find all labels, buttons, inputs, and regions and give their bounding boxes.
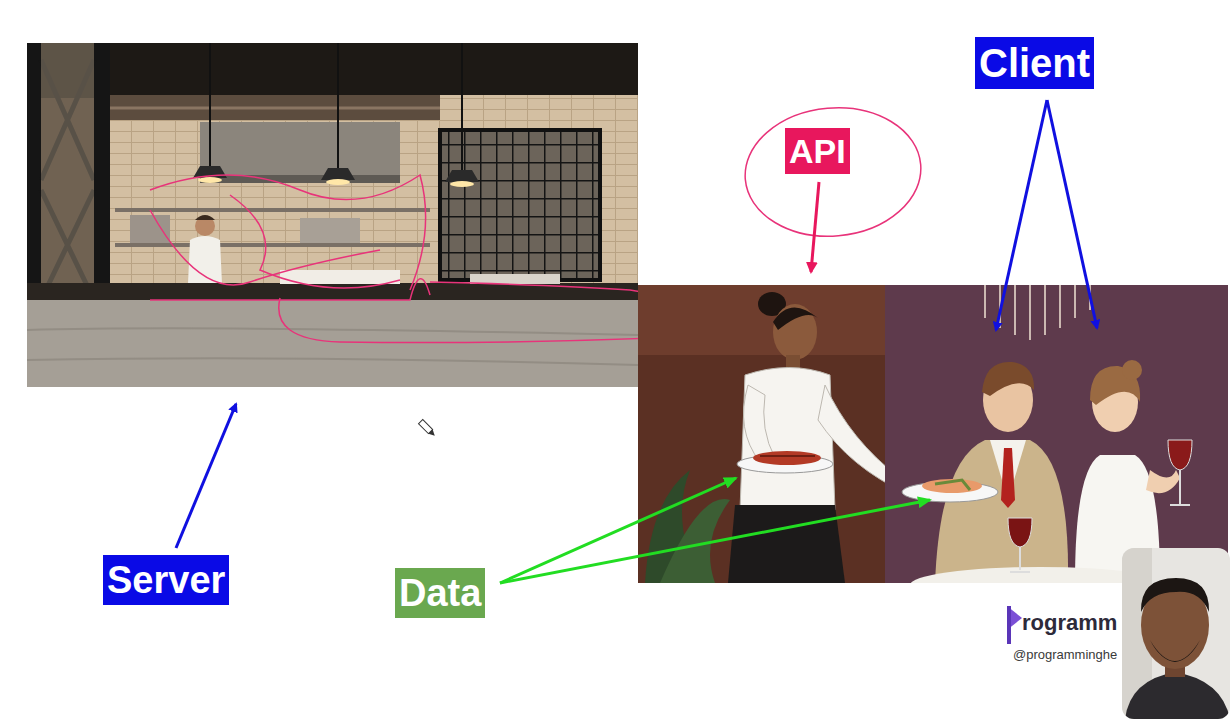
art-shape bbox=[200, 122, 400, 180]
art-shape bbox=[440, 95, 638, 285]
logo-text: rogramm bbox=[1022, 611, 1117, 635]
art-shape bbox=[110, 120, 440, 285]
art-shape bbox=[753, 451, 821, 465]
art-shape bbox=[935, 480, 970, 490]
art-shape bbox=[1047, 100, 1097, 328]
art-shape bbox=[428, 429, 436, 437]
label-box: Client bbox=[975, 37, 1094, 89]
art-shape bbox=[445, 170, 479, 182]
art-shape bbox=[1122, 548, 1230, 719]
art-shape bbox=[195, 215, 215, 220]
art-shape bbox=[1168, 440, 1192, 470]
chef bbox=[188, 215, 222, 284]
art-shape bbox=[1122, 360, 1142, 380]
man bbox=[935, 362, 1068, 583]
art-shape bbox=[922, 479, 982, 493]
art-shape bbox=[27, 43, 638, 98]
box-label: Data bbox=[399, 574, 481, 612]
label-box: API bbox=[785, 128, 850, 174]
box-label: API bbox=[789, 134, 846, 168]
art-shape bbox=[200, 175, 400, 183]
label-box: Data bbox=[395, 568, 485, 618]
waitress-illustration bbox=[638, 285, 885, 583]
channel-handle: @programminghe bbox=[1013, 648, 1117, 662]
art-shape bbox=[1170, 470, 1190, 505]
art-shape bbox=[176, 404, 236, 548]
art-shape bbox=[1010, 547, 1030, 572]
art-shape bbox=[198, 177, 222, 183]
box-label: Server bbox=[107, 561, 225, 599]
art-shape bbox=[450, 181, 474, 187]
art-shape bbox=[1150, 640, 1200, 662]
art-shape bbox=[500, 478, 736, 583]
art-shape bbox=[150, 175, 426, 290]
art-shape bbox=[130, 215, 170, 243]
art-shape bbox=[210, 43, 462, 172]
art-shape bbox=[885, 285, 1228, 583]
pendant-lamps bbox=[193, 43, 479, 187]
art-shape bbox=[760, 455, 815, 457]
art-shape bbox=[773, 304, 817, 360]
art-shape bbox=[195, 216, 215, 236]
art-shape bbox=[440, 130, 600, 280]
art-shape bbox=[419, 420, 433, 434]
art-shape bbox=[326, 179, 350, 185]
pointer-arrows bbox=[176, 100, 1097, 583]
kitchen-photo bbox=[27, 43, 638, 387]
art-shape bbox=[27, 328, 638, 365]
label-box: Server bbox=[103, 555, 229, 605]
art-shape bbox=[27, 300, 638, 387]
pencil-cursor bbox=[419, 420, 437, 438]
art-shape bbox=[773, 307, 818, 330]
art-shape bbox=[818, 385, 885, 494]
art-shape bbox=[321, 168, 355, 180]
couple-illustration bbox=[885, 285, 1228, 583]
art-shape bbox=[27, 43, 638, 387]
box-label: Client bbox=[979, 43, 1090, 83]
art-shape bbox=[982, 362, 1034, 396]
art-shape bbox=[728, 505, 845, 583]
art-shape bbox=[1141, 578, 1209, 612]
art-shape bbox=[740, 101, 926, 244]
webcam-presenter bbox=[1122, 548, 1230, 719]
art-shape bbox=[500, 500, 930, 583]
art-shape bbox=[1007, 606, 1011, 644]
art-shape bbox=[300, 218, 360, 243]
art-shape bbox=[638, 285, 885, 355]
logo-icon bbox=[1007, 606, 1022, 644]
art-shape bbox=[470, 274, 560, 284]
art-shape bbox=[744, 385, 775, 462]
served-plate bbox=[902, 479, 998, 502]
art-shape bbox=[1125, 672, 1230, 719]
art-shape bbox=[811, 182, 819, 272]
art-shape bbox=[996, 100, 1047, 330]
art-shape bbox=[740, 368, 835, 511]
art-shape bbox=[115, 210, 430, 245]
art-shape bbox=[935, 440, 1068, 583]
art-shape bbox=[41, 43, 94, 287]
art-shape bbox=[1008, 518, 1032, 547]
art-shape bbox=[440, 130, 600, 280]
art-shape bbox=[1001, 448, 1015, 508]
art-shape bbox=[1146, 470, 1180, 493]
art-shape bbox=[150, 279, 430, 300]
